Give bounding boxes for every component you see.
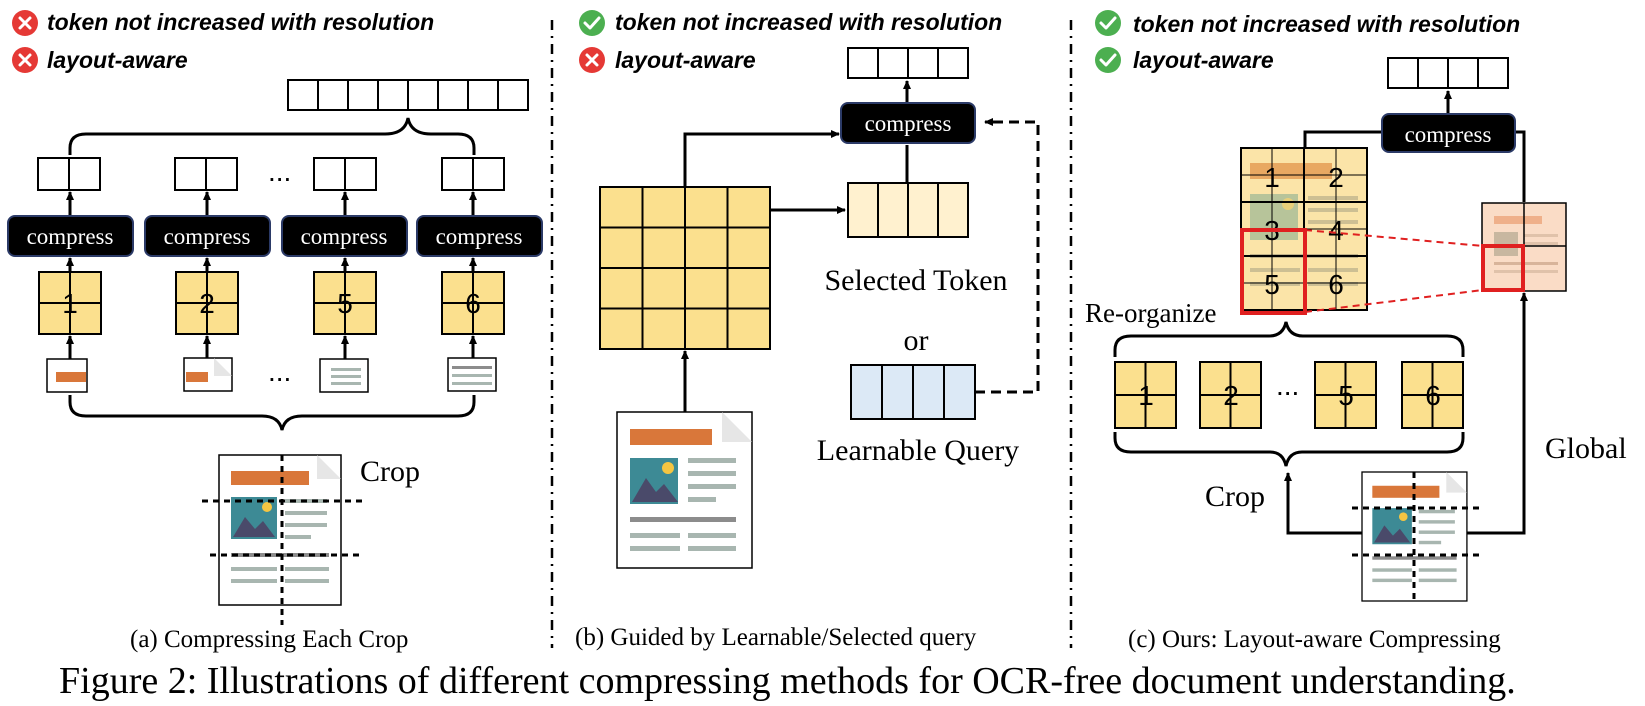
selected-token-row — [847, 182, 969, 238]
crop-thumbnail — [183, 357, 233, 392]
criteria-check-icon — [1095, 47, 1121, 73]
output-token-row — [1387, 57, 1509, 89]
crop-token-grid: 2 — [175, 271, 239, 335]
svg-text:1: 1 — [1138, 380, 1154, 411]
svg-text:6: 6 — [1425, 380, 1441, 411]
crop-brace — [1113, 432, 1465, 467]
crop-token-grid: 6 — [441, 271, 505, 335]
crop-thumbnail — [447, 357, 497, 392]
output-token-row — [287, 79, 529, 111]
criteria-cross-icon — [12, 10, 38, 36]
ellipsis: ... — [268, 356, 291, 387]
crop-thumbnail — [46, 358, 88, 393]
svg-text:5: 5 — [1264, 269, 1280, 300]
ellipsis: ... — [268, 156, 291, 187]
compress-box: compress — [144, 215, 271, 257]
svg-text:2: 2 — [199, 288, 215, 319]
global-label: Global — [1545, 432, 1627, 465]
global-thumbnail — [1481, 202, 1567, 292]
svg-text:compress: compress — [436, 224, 523, 249]
svg-text:compress: compress — [1405, 122, 1492, 147]
criterion-text: token not increased with resolution — [1133, 11, 1520, 37]
crop-token-grid: 1 — [1114, 361, 1177, 429]
criterion-text: layout-aware — [47, 47, 188, 73]
top-brace — [68, 117, 476, 155]
compress-box: compress — [416, 215, 543, 257]
panel-b-caption: (b) Guided by Learnable/Selected query — [575, 624, 977, 651]
crop-token-grid: 5 — [1314, 361, 1377, 429]
criteria-check-icon — [579, 10, 605, 36]
panel-c: token not increased with resolution layo… — [1085, 10, 1627, 653]
svg-text:1: 1 — [1264, 162, 1280, 193]
criterion-text: layout-aware — [615, 47, 756, 73]
svg-text:compress: compress — [27, 224, 114, 249]
criteria-cross-icon — [12, 47, 38, 73]
panel-a-caption: (a) Compressing Each Crop — [130, 626, 408, 653]
bottom-brace — [68, 395, 476, 431]
output-token-row — [847, 47, 969, 79]
criteria-check-icon — [1095, 10, 1121, 36]
svg-text:2: 2 — [1328, 162, 1344, 193]
svg-text:5: 5 — [337, 288, 353, 319]
svg-text:compress: compress — [164, 224, 251, 249]
compress-box: compress — [840, 102, 976, 144]
compress-box: compress — [1381, 113, 1516, 153]
reorganize-label: Re-organize — [1085, 298, 1216, 328]
crop-label: Crop — [360, 455, 420, 488]
svg-text:6: 6 — [465, 288, 481, 319]
document-icon — [616, 411, 753, 569]
crop-token-grid: 6 — [1401, 361, 1464, 429]
reorganized-token-grid: 1 2 3 4 5 6 — [1240, 147, 1368, 315]
reorganize-brace — [1113, 321, 1465, 357]
compress-box: compress — [281, 215, 408, 257]
svg-text:6: 6 — [1328, 269, 1344, 300]
panel-a: token not increased with resolution layo… — [7, 9, 543, 653]
crop-label: Crop — [1205, 480, 1265, 513]
criterion-text: token not increased with resolution — [615, 9, 1002, 35]
svg-text:4: 4 — [1328, 215, 1344, 246]
selected-token-label: Selected Token — [824, 264, 1007, 297]
crop-thumbnail — [319, 358, 369, 393]
svg-text:2: 2 — [1223, 380, 1239, 411]
highlight-box — [1240, 228, 1307, 315]
crop-token-grid: 5 — [313, 271, 377, 335]
figure-caption: Figure 2: Illustrations of different com… — [59, 660, 1516, 702]
document-icon — [1361, 471, 1468, 602]
panel-b: token not increased with resolution layo… — [575, 9, 1040, 651]
crop-token-grid: 1 — [38, 271, 102, 335]
document-icon — [218, 454, 342, 606]
ellipsis: ... — [1276, 370, 1299, 401]
learnable-query-row — [850, 364, 976, 420]
crop-token-grid: 2 — [1199, 361, 1262, 429]
svg-text:1: 1 — [62, 288, 78, 319]
or-label: or — [904, 324, 929, 357]
criterion-text: layout-aware — [1133, 47, 1274, 73]
svg-text:5: 5 — [1338, 380, 1354, 411]
learnable-query-label: Learnable Query — [817, 434, 1019, 467]
visual-token-grid — [599, 186, 771, 350]
highlight-box — [1481, 244, 1525, 292]
svg-text:compress: compress — [865, 111, 952, 136]
panel-c-caption: (c) Ours: Layout-aware Compressing — [1128, 626, 1501, 653]
svg-text:compress: compress — [301, 224, 388, 249]
compress-box: compress — [7, 215, 134, 257]
compressed-token-pairs — [37, 157, 505, 191]
criterion-text: token not increased with resolution — [47, 9, 434, 35]
criteria-cross-icon — [579, 47, 605, 73]
